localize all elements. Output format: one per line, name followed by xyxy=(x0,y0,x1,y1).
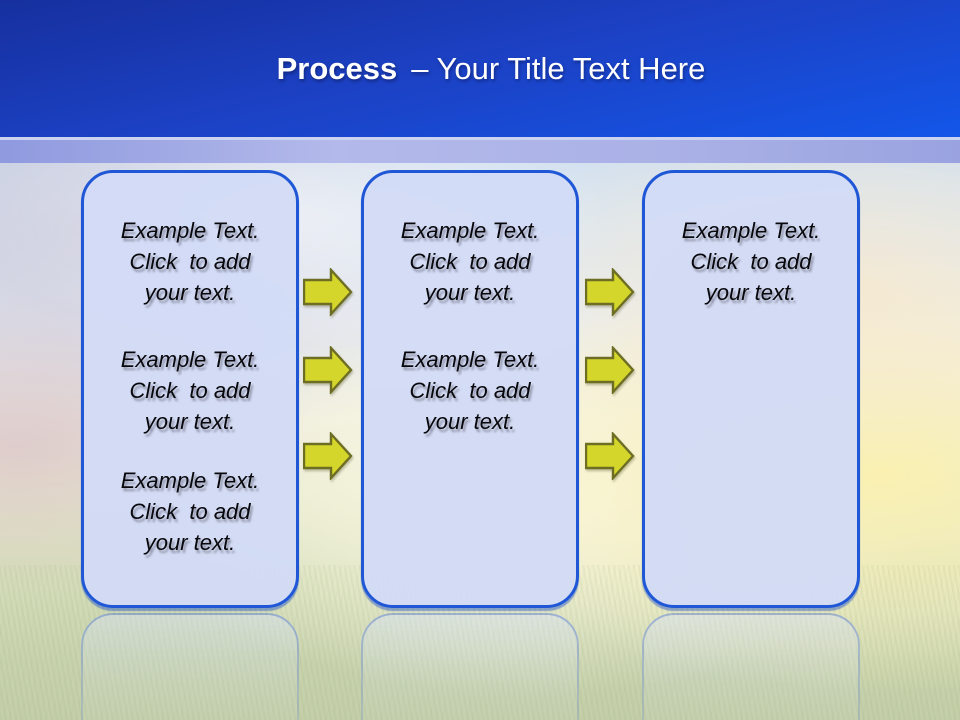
text-placeholder[interactable]: Example Text. Click to add your text. xyxy=(120,347,260,434)
text-placeholder[interactable]: Example Text. Click to add your text. xyxy=(400,347,540,434)
text-placeholder[interactable]: Example Text. Click to add your text. xyxy=(120,218,260,305)
text-placeholder[interactable]: Example Text. Click to add your text. xyxy=(681,218,821,305)
title-band: Process – Your Title Text Here xyxy=(0,0,960,137)
header-divider-line xyxy=(0,137,960,140)
arrow-right-icon[interactable] xyxy=(585,346,635,394)
title-keyword: Process xyxy=(276,50,398,86)
slide-title[interactable]: Process – Your Title Text Here xyxy=(277,51,706,87)
arrow-right-icon[interactable] xyxy=(303,346,353,394)
accent-strip xyxy=(0,140,960,163)
arrow-right-icon[interactable] xyxy=(303,432,353,480)
title-subtitle: – Your Title Text Here xyxy=(411,50,706,86)
process-box-3[interactable]: Example Text. Click to add your text. xyxy=(642,170,860,608)
process-box-2[interactable]: Example Text. Click to add your text. Ex… xyxy=(361,170,579,608)
box-reflection xyxy=(361,613,579,720)
box-reflection xyxy=(81,613,299,720)
text-placeholder[interactable]: Example Text. Click to add your text. xyxy=(400,218,540,305)
arrow-right-icon[interactable] xyxy=(585,268,635,316)
process-box-1[interactable]: Example Text. Click to add your text. Ex… xyxy=(81,170,299,608)
arrow-right-icon[interactable] xyxy=(585,432,635,480)
arrow-right-icon[interactable] xyxy=(303,268,353,316)
box-reflection xyxy=(642,613,860,720)
text-placeholder[interactable]: Example Text. Click to add your text. xyxy=(120,468,260,555)
